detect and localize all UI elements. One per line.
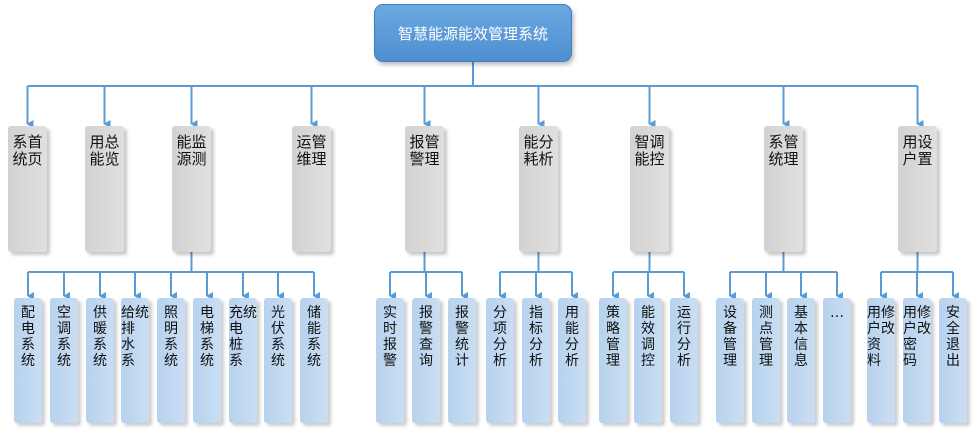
leaf-label: 给排水系统 — [121, 305, 149, 369]
leaf-node: 能效调控 — [634, 298, 662, 423]
category-label: 运维管理 — [296, 133, 327, 168]
leaf-label: 照明系统 — [164, 305, 178, 369]
leaf-label: 基本信息 — [794, 305, 808, 369]
leaf-label: 供暖系统 — [93, 305, 107, 369]
leaf-label: 用户密码修改 — [903, 305, 931, 369]
leaf-label: 能效调控 — [641, 305, 655, 369]
category-node: 能源监测 — [172, 126, 211, 252]
leaf-label: 指标分析 — [529, 305, 543, 369]
leaf-node: 供暖系统 — [86, 298, 114, 423]
category-node: 用能总览 — [85, 126, 124, 252]
category-label: 用户设置 — [902, 133, 933, 168]
category-label: 报警管理 — [409, 133, 440, 168]
leaf-label: 充电桩系统 — [229, 305, 257, 369]
leaf-node: 电梯系统 — [193, 298, 221, 423]
category-label: 系统管理 — [768, 133, 799, 168]
leaf-node: 报警统计 — [448, 298, 476, 423]
leaf-label: 安全退出 — [946, 305, 960, 369]
leaf-node: 策略管理 — [599, 298, 627, 423]
leaf-node: 照明系统 — [157, 298, 185, 423]
category-node: 运维管理 — [292, 126, 331, 252]
leaf-label: 电梯系统 — [200, 305, 214, 369]
leaf-node: 光伏系统 — [264, 298, 292, 423]
leaf-label: 报警统计 — [455, 305, 469, 369]
leaf-node: 设备管理 — [716, 298, 744, 423]
leaf-node: 安全退出 — [939, 298, 967, 423]
leaf-label: 用户资料修改 — [867, 305, 895, 369]
root-label: 智慧能源能效管理系统 — [397, 24, 548, 43]
leaf-label: 运行分析 — [677, 305, 691, 369]
leaf-label: 配电系统 — [21, 305, 35, 369]
category-node: 系统管理 — [764, 126, 803, 252]
leaf-node: 分项分析 — [486, 298, 514, 423]
leaf-label: 光伏系统 — [271, 305, 285, 369]
leaf-label: 测点管理 — [759, 305, 773, 369]
leaf-node: 配电系统 — [14, 298, 42, 423]
category-node: 用户设置 — [898, 126, 937, 252]
leaf-node: 用能分析 — [558, 298, 586, 423]
leaf-node: 实时报警 — [376, 298, 404, 423]
leaf-label: 分项分析 — [493, 305, 507, 369]
category-label: 用能总览 — [89, 133, 120, 168]
leaf-node: 储能系统 — [300, 298, 328, 423]
category-node: 能耗分析 — [519, 126, 558, 252]
leaf-node: … — [823, 298, 851, 423]
category-node: 系统首页 — [8, 126, 47, 252]
leaf-node: 充电桩系统 — [229, 298, 257, 423]
category-label: 能源监测 — [176, 133, 207, 168]
leaf-node: 指标分析 — [522, 298, 550, 423]
leaf-node: 给排水系统 — [121, 298, 149, 423]
leaf-node: 报警查询 — [412, 298, 440, 423]
leaf-node: 用户密码修改 — [903, 298, 931, 423]
leaf-node: 空调系统 — [50, 298, 78, 423]
leaf-label: 用能分析 — [565, 305, 579, 369]
leaf-label: … — [830, 305, 844, 321]
category-node: 智能调控 — [630, 126, 669, 252]
leaf-label: 设备管理 — [723, 305, 737, 369]
category-node: 报警管理 — [405, 126, 444, 252]
leaf-node: 运行分析 — [670, 298, 698, 423]
category-label: 系统首页 — [12, 133, 43, 168]
category-label: 能耗分析 — [523, 133, 554, 168]
category-label: 智能调控 — [634, 133, 665, 168]
leaf-label: 实时报警 — [383, 305, 397, 369]
root-node: 智慧能源能效管理系统 — [374, 4, 572, 62]
leaf-node: 测点管理 — [752, 298, 780, 423]
leaf-node: 基本信息 — [787, 298, 815, 423]
leaf-node: 用户资料修改 — [867, 298, 895, 423]
leaf-label: 储能系统 — [307, 305, 321, 369]
leaf-label: 报警查询 — [419, 305, 433, 369]
leaf-label: 空调系统 — [57, 305, 71, 369]
leaf-label: 策略管理 — [606, 305, 620, 369]
